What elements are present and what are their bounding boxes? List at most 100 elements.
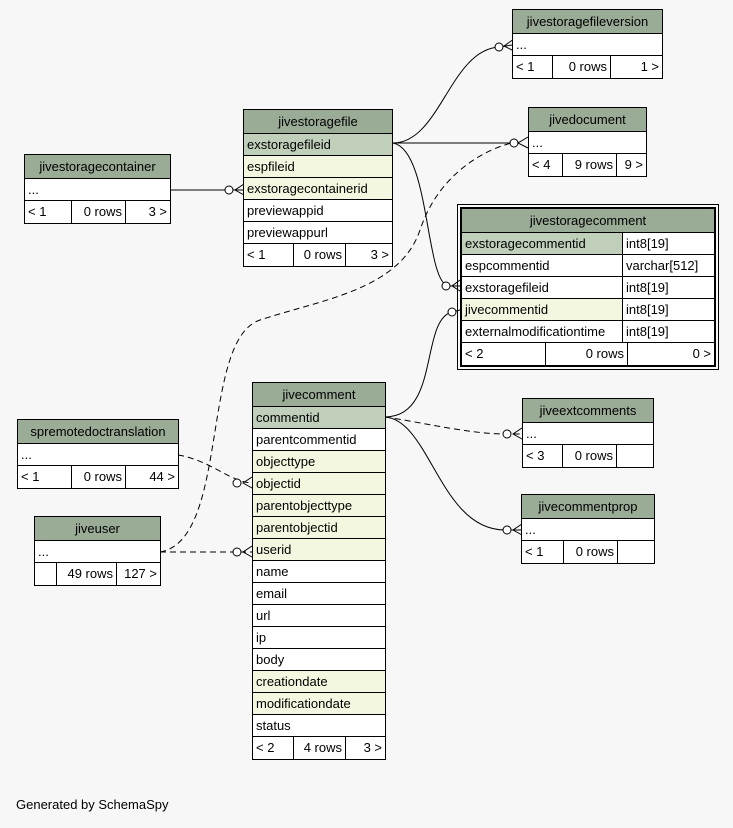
column-espfileid: espfileid — [244, 156, 392, 178]
marker-comment-userid — [232, 545, 253, 558]
children-count: 3 > — [370, 247, 389, 262]
column-type: int8[19] — [623, 233, 714, 254]
row-count: 9 rows — [563, 154, 617, 176]
marker-comment-objectid — [232, 476, 253, 489]
table-footer: < 1 0 rows 3 > — [244, 244, 392, 266]
marker-storagefile-containerid — [224, 183, 245, 196]
children-count: 1 > — [640, 59, 659, 74]
column-type: int8[19] — [626, 324, 669, 339]
table-spremotedoctranslation[interactable]: spremotedoctranslation ... < 1 0 rows 44… — [17, 419, 179, 489]
column-name: externalmodificationtime — [462, 321, 623, 342]
table-jivestoragecomment[interactable]: jivestoragecomment exstoragecommentid in… — [457, 204, 719, 370]
marker-document — [509, 136, 529, 149]
table-jivecommentprop[interactable]: jivecommentprop ... < 1 0 rows — [521, 494, 655, 564]
table-row: ... — [529, 132, 646, 154]
column-objectid: objectid — [253, 473, 385, 495]
table-footer: < 1 0 rows — [522, 541, 654, 563]
row-count: 0 rows — [72, 466, 126, 488]
generated-by-label: Generated by SchemaSpy — [16, 797, 169, 812]
column-parentcommentid: parentcommentid — [253, 429, 385, 451]
column-objecttype: objecttype — [253, 451, 385, 473]
table-header: jivecommentprop — [522, 495, 654, 519]
column-name: exstoragefileid — [462, 277, 623, 298]
column-previewappid: previewappid — [244, 200, 392, 222]
edge-comment-commentprop — [384, 416, 521, 531]
parents-count — [35, 563, 57, 585]
table-footer: < 2 0 rows 0 > — [462, 343, 714, 365]
row-count: 4 rows — [294, 737, 346, 759]
edge-user-document — [159, 142, 513, 553]
table-row: ... — [18, 444, 178, 466]
column-type: int8[19] — [626, 302, 669, 317]
table-jivecomment[interactable]: jivecomment commentid parentcommentid ob… — [252, 382, 386, 760]
table-header: jiveuser — [35, 517, 160, 541]
edge-storagefile-storagefileversion — [392, 44, 513, 144]
row-count: 0 rows — [553, 56, 611, 78]
parents-count: < 1 — [522, 541, 564, 563]
row-count: 0 rows — [294, 244, 346, 266]
table-footer: < 1 0 rows 44 > — [18, 466, 178, 488]
column-jivecommentid: jivecommentid int8[19] — [462, 299, 714, 321]
column-userid: userid — [253, 539, 385, 561]
table-footer: < 1 0 rows 1 > — [513, 56, 662, 78]
table-row: ... — [35, 541, 160, 563]
table-jivestoragefileversion[interactable]: jivestoragefileversion ... < 1 0 rows 1 … — [512, 9, 663, 79]
children-count — [618, 541, 654, 563]
table-header: jivecomment — [253, 383, 385, 407]
children-count: 0 > — [692, 346, 711, 361]
parents-count: < 1 — [244, 244, 294, 266]
column-type: varchar[512] — [626, 258, 699, 273]
column-exstoragecommentid: exstoragecommentid int8[19] — [462, 233, 714, 255]
column-url: url — [253, 605, 385, 627]
table-header: jivedocument — [529, 108, 646, 132]
table-row: ... — [522, 519, 654, 541]
column-exstoragefileid: exstoragefileid — [244, 134, 392, 156]
table-header: jivestoragefileversion — [513, 10, 662, 34]
row-count: 0 rows — [564, 541, 618, 563]
column-exstoragecontainerid: exstoragecontainerid — [244, 178, 392, 200]
children-count: 44 > — [149, 469, 175, 484]
table-footer: < 1 0 rows 3 > — [25, 201, 170, 223]
column-name: jivecommentid — [462, 299, 623, 320]
edge-comment-extcomments — [384, 416, 521, 435]
column-type: int8[19] — [626, 280, 669, 295]
column-name: espcommentid — [462, 255, 623, 276]
marker-extcomments — [502, 427, 523, 440]
table-header: jiveextcomments — [523, 399, 653, 423]
marker-storagecomment-fileid — [441, 279, 461, 292]
table-header: jivestoragecomment — [462, 209, 714, 233]
table-jivestoragecontainer[interactable]: jivestoragecontainer ... < 1 0 rows 3 > — [24, 154, 171, 224]
edge-comment-storagecomment — [384, 309, 461, 418]
table-jiveextcomments[interactable]: jiveextcomments ... < 3 0 rows — [522, 398, 654, 468]
table-jivedocument[interactable]: jivedocument ... < 4 9 rows 9 > — [528, 107, 647, 177]
column-name: exstoragecommentid — [462, 233, 623, 254]
table-jiveuser[interactable]: jiveuser ... 49 rows 127 > — [34, 516, 161, 586]
table-footer: < 4 9 rows 9 > — [529, 154, 646, 176]
parents-count: < 1 — [513, 56, 553, 78]
column-parentobjectid: parentobjectid — [253, 517, 385, 539]
table-footer: < 2 4 rows 3 > — [253, 737, 385, 759]
row-count: 0 rows — [546, 343, 628, 365]
edge-translation-comment-objectid — [177, 454, 253, 484]
column-parentobjecttype: parentobjecttype — [253, 495, 385, 517]
column-commentid: commentid — [253, 407, 385, 429]
parents-count: < 3 — [523, 445, 563, 467]
children-count: 9 > — [624, 157, 643, 172]
row-count: 0 rows — [563, 445, 617, 467]
children-count: 3 > — [363, 740, 382, 755]
column-ip: ip — [253, 627, 385, 649]
table-jivestoragefile[interactable]: jivestoragefile exstoragefileid espfilei… — [243, 109, 393, 267]
children-count — [617, 445, 653, 467]
parents-count: < 1 — [25, 201, 72, 223]
row-count: 0 rows — [72, 201, 126, 223]
table-row: ... — [25, 179, 170, 201]
children-count: 3 > — [148, 204, 167, 219]
column-modificationdate: modificationdate — [253, 693, 385, 715]
table-header: spremotedoctranslation — [18, 420, 178, 444]
column-externalmodificationtime: externalmodificationtime int8[19] — [462, 321, 714, 343]
parents-count: < 2 — [253, 737, 294, 759]
parents-count: < 4 — [529, 154, 563, 176]
children-count: 127 > — [124, 566, 157, 581]
